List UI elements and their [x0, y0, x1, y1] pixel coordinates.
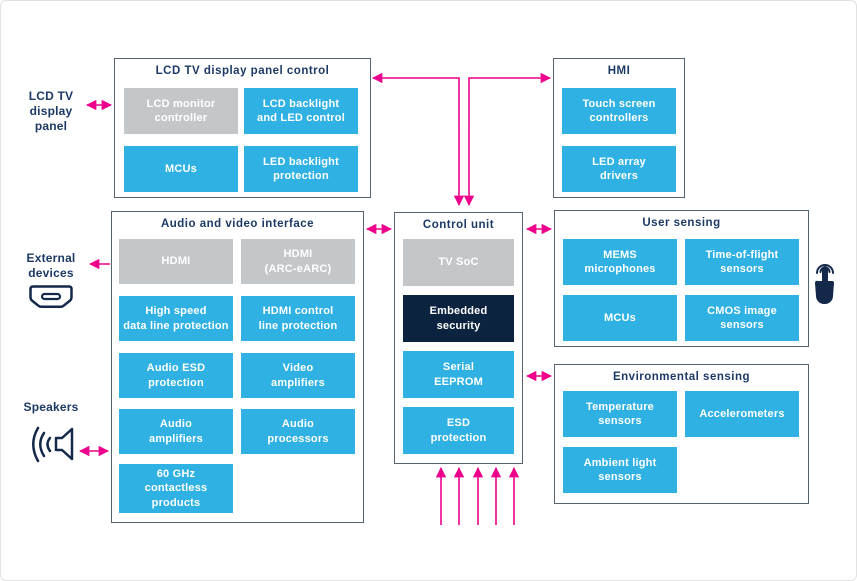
panel-title: User sensing: [642, 217, 721, 229]
block-audio-esd-protection: Audio ESD protection: [119, 353, 233, 398]
block-audio-processors: Audio processors: [241, 409, 355, 454]
panel-title: Control unit: [422, 219, 495, 231]
block-label: ESD protection: [430, 417, 487, 444]
panel-title: Environmental sensing: [612, 371, 751, 383]
block-lcd-backlight-and-led-control: LCD backlight and LED control: [244, 88, 358, 134]
block-lcd-monitor-controller: LCD monitor controller: [124, 88, 238, 134]
panel-title: Audio and video interface: [160, 218, 315, 230]
block-label: HDMI control line protection: [258, 305, 338, 332]
block-mcus-display: MCUs: [124, 146, 238, 192]
block-label: Time-of-flight sensors: [705, 248, 779, 275]
block-label: Temperature sensors: [585, 400, 655, 427]
block-mcus-sensing: MCUs: [563, 295, 677, 341]
block-label: Audio amplifiers: [149, 418, 203, 445]
block-label: CMOS image sensors: [707, 304, 777, 331]
block-esd-protection: ESD protection: [403, 407, 514, 454]
block-label: LED array drivers: [592, 155, 646, 182]
block-hdmi-control-line-protection: HDMI control line protection: [241, 296, 355, 341]
block-hdmi-arc-earc: HDMI (ARC-eARC): [241, 239, 355, 284]
block-label: Accelerometers: [699, 407, 785, 420]
block-label: Audio ESD protection: [146, 362, 206, 389]
label-external-devices: External devices: [26, 251, 76, 280]
arrow-control-to-lcd-control: [371, 72, 465, 207]
block-label: 60 GHz contactless products: [144, 468, 208, 509]
block-serial-eeprom: Serial EEPROM: [403, 351, 514, 398]
block-label: High speed data line protection: [123, 305, 229, 332]
block-label: MCUs: [604, 311, 636, 324]
block-ambient-light-sensors: Ambient light sensors: [563, 447, 677, 493]
block-cmos-image-sensors: CMOS image sensors: [685, 295, 799, 341]
label-speakers: Speakers: [23, 400, 79, 414]
block-hdmi: HDMI: [119, 239, 233, 284]
block-label: Video amplifiers: [271, 362, 325, 389]
speaker-icon: [32, 426, 74, 463]
block-label: HDMI (ARC-eARC): [264, 248, 332, 275]
block-time-of-flight-sensors: Time-of-flight sensors: [685, 239, 799, 285]
block-touch-screen-controllers: Touch screen controllers: [562, 88, 676, 134]
touch-gesture-icon: [814, 264, 834, 304]
block-mems-microphones: MEMS microphones: [563, 239, 677, 285]
block-temperature-sensors: Temperature sensors: [563, 391, 677, 437]
panel-title: HMI: [607, 65, 631, 77]
block-led-backlight-protection: LED backlight protection: [244, 146, 358, 192]
block-label: Serial EEPROM: [434, 361, 483, 388]
panel-title: LCD TV display panel control: [155, 65, 330, 77]
block-label: TV SoC: [438, 256, 479, 269]
block-label: LCD monitor controller: [146, 97, 216, 124]
block-embedded-security: Embedded security: [403, 295, 514, 342]
hdmi-connector-icon: [29, 285, 73, 309]
block-label: HDMI: [161, 255, 191, 268]
block-audio-amplifiers: Audio amplifiers: [119, 409, 233, 454]
block-60ghz-contactless-products: 60 GHz contactless products: [119, 464, 233, 513]
label-lcd-tv-display-panel: LCD TV display panel: [28, 89, 74, 133]
block-led-array-drivers: LED array drivers: [562, 146, 676, 192]
block-label: Embedded security: [429, 305, 488, 332]
block-label: Ambient light sensors: [583, 456, 657, 483]
arrow-control-to-hmi: [463, 72, 552, 207]
block-label: MCUs: [165, 162, 197, 175]
block-video-amplifiers: Video amplifiers: [241, 353, 355, 398]
block-label: LCD backlight and LED control: [257, 97, 345, 124]
block-tv-soc: TV SoC: [403, 239, 514, 286]
block-label: MEMS microphones: [584, 248, 656, 275]
block-accelerometers: Accelerometers: [685, 391, 799, 437]
block-label: LED backlight protection: [263, 155, 339, 182]
block-label: Touch screen controllers: [582, 97, 656, 124]
block-label: Audio processors: [267, 418, 329, 445]
block-high-speed-data-line-protection: High speed data line protection: [119, 296, 233, 341]
